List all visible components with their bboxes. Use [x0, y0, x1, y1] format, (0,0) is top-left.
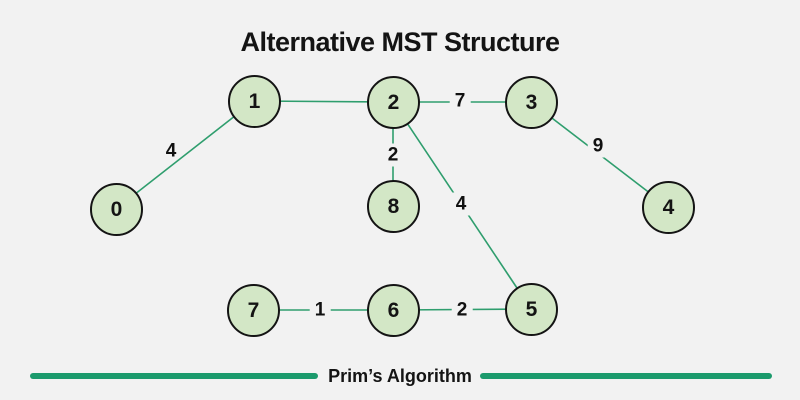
edge-weight-2-8: 2: [382, 143, 404, 167]
graph-node-0: 0: [90, 183, 143, 236]
graph-node-2: 2: [367, 76, 420, 129]
footer-label: Prim’s Algorithm: [328, 366, 472, 386]
graph-node-6: 6: [367, 284, 420, 337]
edge-weight-6-5: 2: [451, 298, 473, 322]
graph-node-7: 7: [227, 284, 280, 337]
graph-node-8: 8: [367, 180, 420, 233]
edge-0-1: [115, 100, 255, 210]
page-title: Alternative MST Structure: [240, 27, 560, 57]
edge-weight-7-6: 1: [309, 298, 331, 322]
graph-node-5: 5: [505, 283, 558, 336]
edge-weight-2-5: 4: [450, 192, 472, 216]
edge-weight-2-3: 7: [449, 89, 471, 113]
graph-node-3: 3: [505, 76, 558, 129]
footer-divider-left: [30, 373, 318, 379]
graph-node-1: 1: [228, 75, 281, 128]
footer-divider-right: [480, 373, 772, 379]
graph-node-4: 4: [642, 181, 695, 234]
edge-weight-3-4: 9: [587, 134, 609, 158]
edge-weight-0-1: 4: [165, 140, 177, 162]
